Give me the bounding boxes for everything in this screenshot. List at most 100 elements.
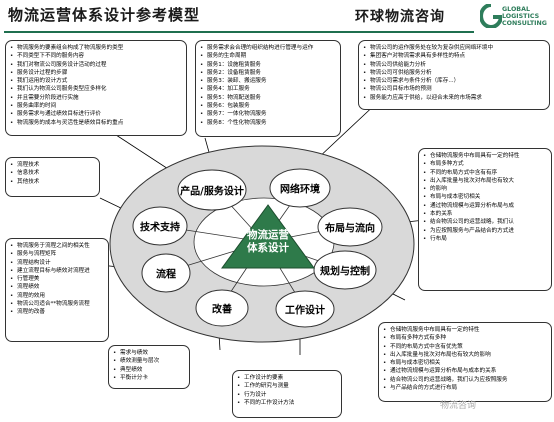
list-item: 我们认为物流公司服务类型应多样化 xyxy=(10,85,182,94)
list-item: 物流服务的要素组合构成了物流服务的类型 xyxy=(10,44,182,53)
node-process: 流程 xyxy=(156,269,176,281)
list-item: 服务与流程矩阵 xyxy=(10,250,104,259)
list-item: 不同的布局方式中含有优先策 xyxy=(383,343,547,352)
node-tech: 技术支持 xyxy=(140,222,180,234)
box-layout-list: 仓储物流服务中布局具有一定的特性布局多种方式不同的布局方式中含有有序出入库批量与… xyxy=(423,152,547,244)
list-item: 仓储物流服务中布局具有一定的特性 xyxy=(383,326,547,335)
box-improve-list: 需求与绩效绩效测量与层次典型绩效平衡计分卡 xyxy=(113,349,185,382)
list-item: 布局与成本密切相关 xyxy=(423,193,547,202)
list-item: 其他技术 xyxy=(10,178,95,187)
list-item: 服务2：设备租赁服务 xyxy=(200,69,336,78)
list-item: 集团客户对物流需求具有多样性的特点 xyxy=(363,52,545,61)
list-item: 服务3：装卸、搬运服务 xyxy=(200,77,336,86)
node-network: 网络环境 xyxy=(280,184,320,196)
list-item: 物流公司的运作服务处在较为复杂供应网络环境中 xyxy=(363,44,545,53)
list-item: 的影响 xyxy=(423,185,547,194)
list-item: 行布局 xyxy=(423,235,547,244)
list-item: 服务7：一体化物流服务 xyxy=(200,110,336,119)
center-triangle xyxy=(221,204,315,269)
list-item: 流程的改善 xyxy=(10,308,104,317)
list-item: 服务设计过程的步骤 xyxy=(10,69,182,78)
center-label: 物流运营 体系设计 xyxy=(247,229,289,255)
box-improve: 需求与绩效绩效测量与层次典型绩效平衡计分卡 xyxy=(108,345,190,389)
node-improve: 改善 xyxy=(212,304,232,316)
list-item: 不同类型下不同的服务内容 xyxy=(10,52,182,61)
box-product-middle: 服务需求会合理的组织结构进行管理与运作服务的生命周期服务1：设施租赁服务服务2：… xyxy=(195,40,341,137)
list-item: 服务5：物流配送服务 xyxy=(200,94,336,103)
list-item: 信息技术 xyxy=(10,169,95,178)
list-item: 我们对物流公司服务设计活动的过程 xyxy=(10,61,182,70)
list-item: 流程的效用 xyxy=(10,292,104,301)
node-planning: 规划与控制 xyxy=(320,266,370,278)
node-layout: 布局与流向 xyxy=(325,223,375,235)
box-layout: 仓储物流服务中布局具有一定的特性布局多种方式不同的布局方式中含有有序出入库批量与… xyxy=(418,148,552,291)
list-item: 出入库批量与批次对布局也有较大的影响 xyxy=(383,351,547,360)
box-planning-list: 仓储物流服务中布局具有一定的特性布局有多种方式有多种不同的布局方式中含有优先策出… xyxy=(383,326,547,393)
list-item: 物流公司目标市场的预测 xyxy=(363,85,545,94)
node-process-shape xyxy=(141,253,191,293)
list-item: 绩效测量与层次 xyxy=(113,357,185,366)
list-item: 服务6：包装服务 xyxy=(200,102,336,111)
list-item: 布局与成本密切相关 xyxy=(383,359,547,368)
node-work-shape xyxy=(275,290,335,328)
list-item: 典型绩效 xyxy=(113,366,185,375)
list-item: 服务1：设施租赁服务 xyxy=(200,61,336,70)
list-item: 流程技术 xyxy=(10,161,95,170)
list-item: 物流公司可供给服务分析 xyxy=(363,69,545,78)
list-item: 不同的工作设计方法 xyxy=(237,399,337,408)
list-item: 物流公司适合**物流服务流程 xyxy=(10,300,104,309)
list-item: 行为设计 xyxy=(237,391,337,400)
list-item: 我们运用的设计方式 xyxy=(10,77,182,86)
list-item: 工作设计的要素 xyxy=(237,374,337,383)
list-item: 物流公司供给能力分析 xyxy=(363,61,545,70)
node-product-shape xyxy=(177,169,247,211)
list-item: 服务曲率的时间 xyxy=(10,102,182,111)
box-network-list: 物流公司的运作服务处在较为复杂供应网络环境中集团客户对物流需求具有多样性的特点物… xyxy=(363,44,545,102)
list-item: 行管理美 xyxy=(10,275,104,284)
list-item: 布局多种方式 xyxy=(423,160,547,169)
list-item: 物流公司需求与条件分析（库存...） xyxy=(363,77,545,86)
node-network-shape xyxy=(269,168,331,208)
title-underline xyxy=(4,31,474,33)
list-item: 服务能力应高于供给，以迎合未来的市场需求 xyxy=(363,94,545,103)
box-work: 工作设计的要素工作的研究与测量行为设计不同的工作设计方法 xyxy=(232,370,342,418)
list-item: 结合物流公司的运营战略，我们认为应按照服务 xyxy=(383,376,547,385)
list-item: 本的关系 xyxy=(423,210,547,219)
list-item: 结合物流公司的运营战略，我们认 xyxy=(423,218,547,227)
list-item: 平衡计分卡 xyxy=(113,374,185,383)
list-item: 为应按照服务与产品结合的方式进 xyxy=(423,227,547,236)
list-item: 物流服务的成本与灵活性是绩效目标的重点 xyxy=(10,119,182,128)
list-item: 服务需求会合理的组织结构进行管理与运作 xyxy=(200,44,336,53)
list-item: 服务4：加工服务 xyxy=(200,85,336,94)
box-product-left-list: 物流服务的要素组合构成了物流服务的类型不同类型下不同的服务内容我们对物流公司服务… xyxy=(10,44,182,127)
node-tech-shape xyxy=(132,206,188,246)
globe-logo-icon xyxy=(480,4,502,28)
list-item: 服务需求与通过绩效目标进行评价 xyxy=(10,110,182,119)
page-title: 物流运营体系设计参考模型 xyxy=(8,6,201,24)
box-process-list: 物流服务于流程之间的相关性服务与流程矩阵流程结构设计建立流程目标与绩效对流程进行… xyxy=(10,242,104,317)
node-product: 产品/服务设计 xyxy=(180,186,244,198)
box-network: 物流公司的运作服务处在较为复杂供应网络环境中集团客户对物流需求具有多样性的特点物… xyxy=(358,40,550,110)
list-item: 需求与绩效 xyxy=(113,349,185,358)
list-item: 服务的生命周期 xyxy=(200,52,336,61)
box-product-left: 物流服务的要素组合构成了物流服务的类型不同类型下不同的服务内容我们对物流公司服务… xyxy=(5,40,187,136)
list-item: 服务8：个性化物流服务 xyxy=(200,119,336,128)
list-item: 通过物流规模与运算分析布局与成 xyxy=(423,202,547,211)
list-item: 不同的布局方式中含有有序 xyxy=(423,169,547,178)
box-tech: 流程技术信息技术其他技术 xyxy=(5,157,100,197)
list-item: 出入库批量与批次对布局也有较大 xyxy=(423,177,547,186)
node-work: 工作设计 xyxy=(285,305,325,317)
node-planning-shape xyxy=(313,250,377,290)
box-tech-list: 流程技术信息技术其他技术 xyxy=(10,161,95,186)
list-item: 布局有多种方式有多种 xyxy=(383,334,547,343)
box-process: 物流服务于流程之间的相关性服务与流程矩阵流程结构设计建立流程目标与绩效对流程进行… xyxy=(5,238,109,342)
node-improve-shape xyxy=(195,289,249,327)
list-item: 与产品结合的方式进行布局 xyxy=(383,384,547,393)
list-item: 建立流程目标与绩效对流程进 xyxy=(10,267,104,276)
list-item: 流程结构设计 xyxy=(10,259,104,268)
list-item: 工作的研究与测量 xyxy=(237,382,337,391)
list-item: 通过物流规模与运算分析布局与成本的关系 xyxy=(383,367,547,376)
company-title: 环球物流咨询 xyxy=(355,9,445,25)
box-product-middle-list: 服务需求会合理的组织结构进行管理与运作服务的生命周期服务1：设施租赁服务服务2：… xyxy=(200,44,336,127)
